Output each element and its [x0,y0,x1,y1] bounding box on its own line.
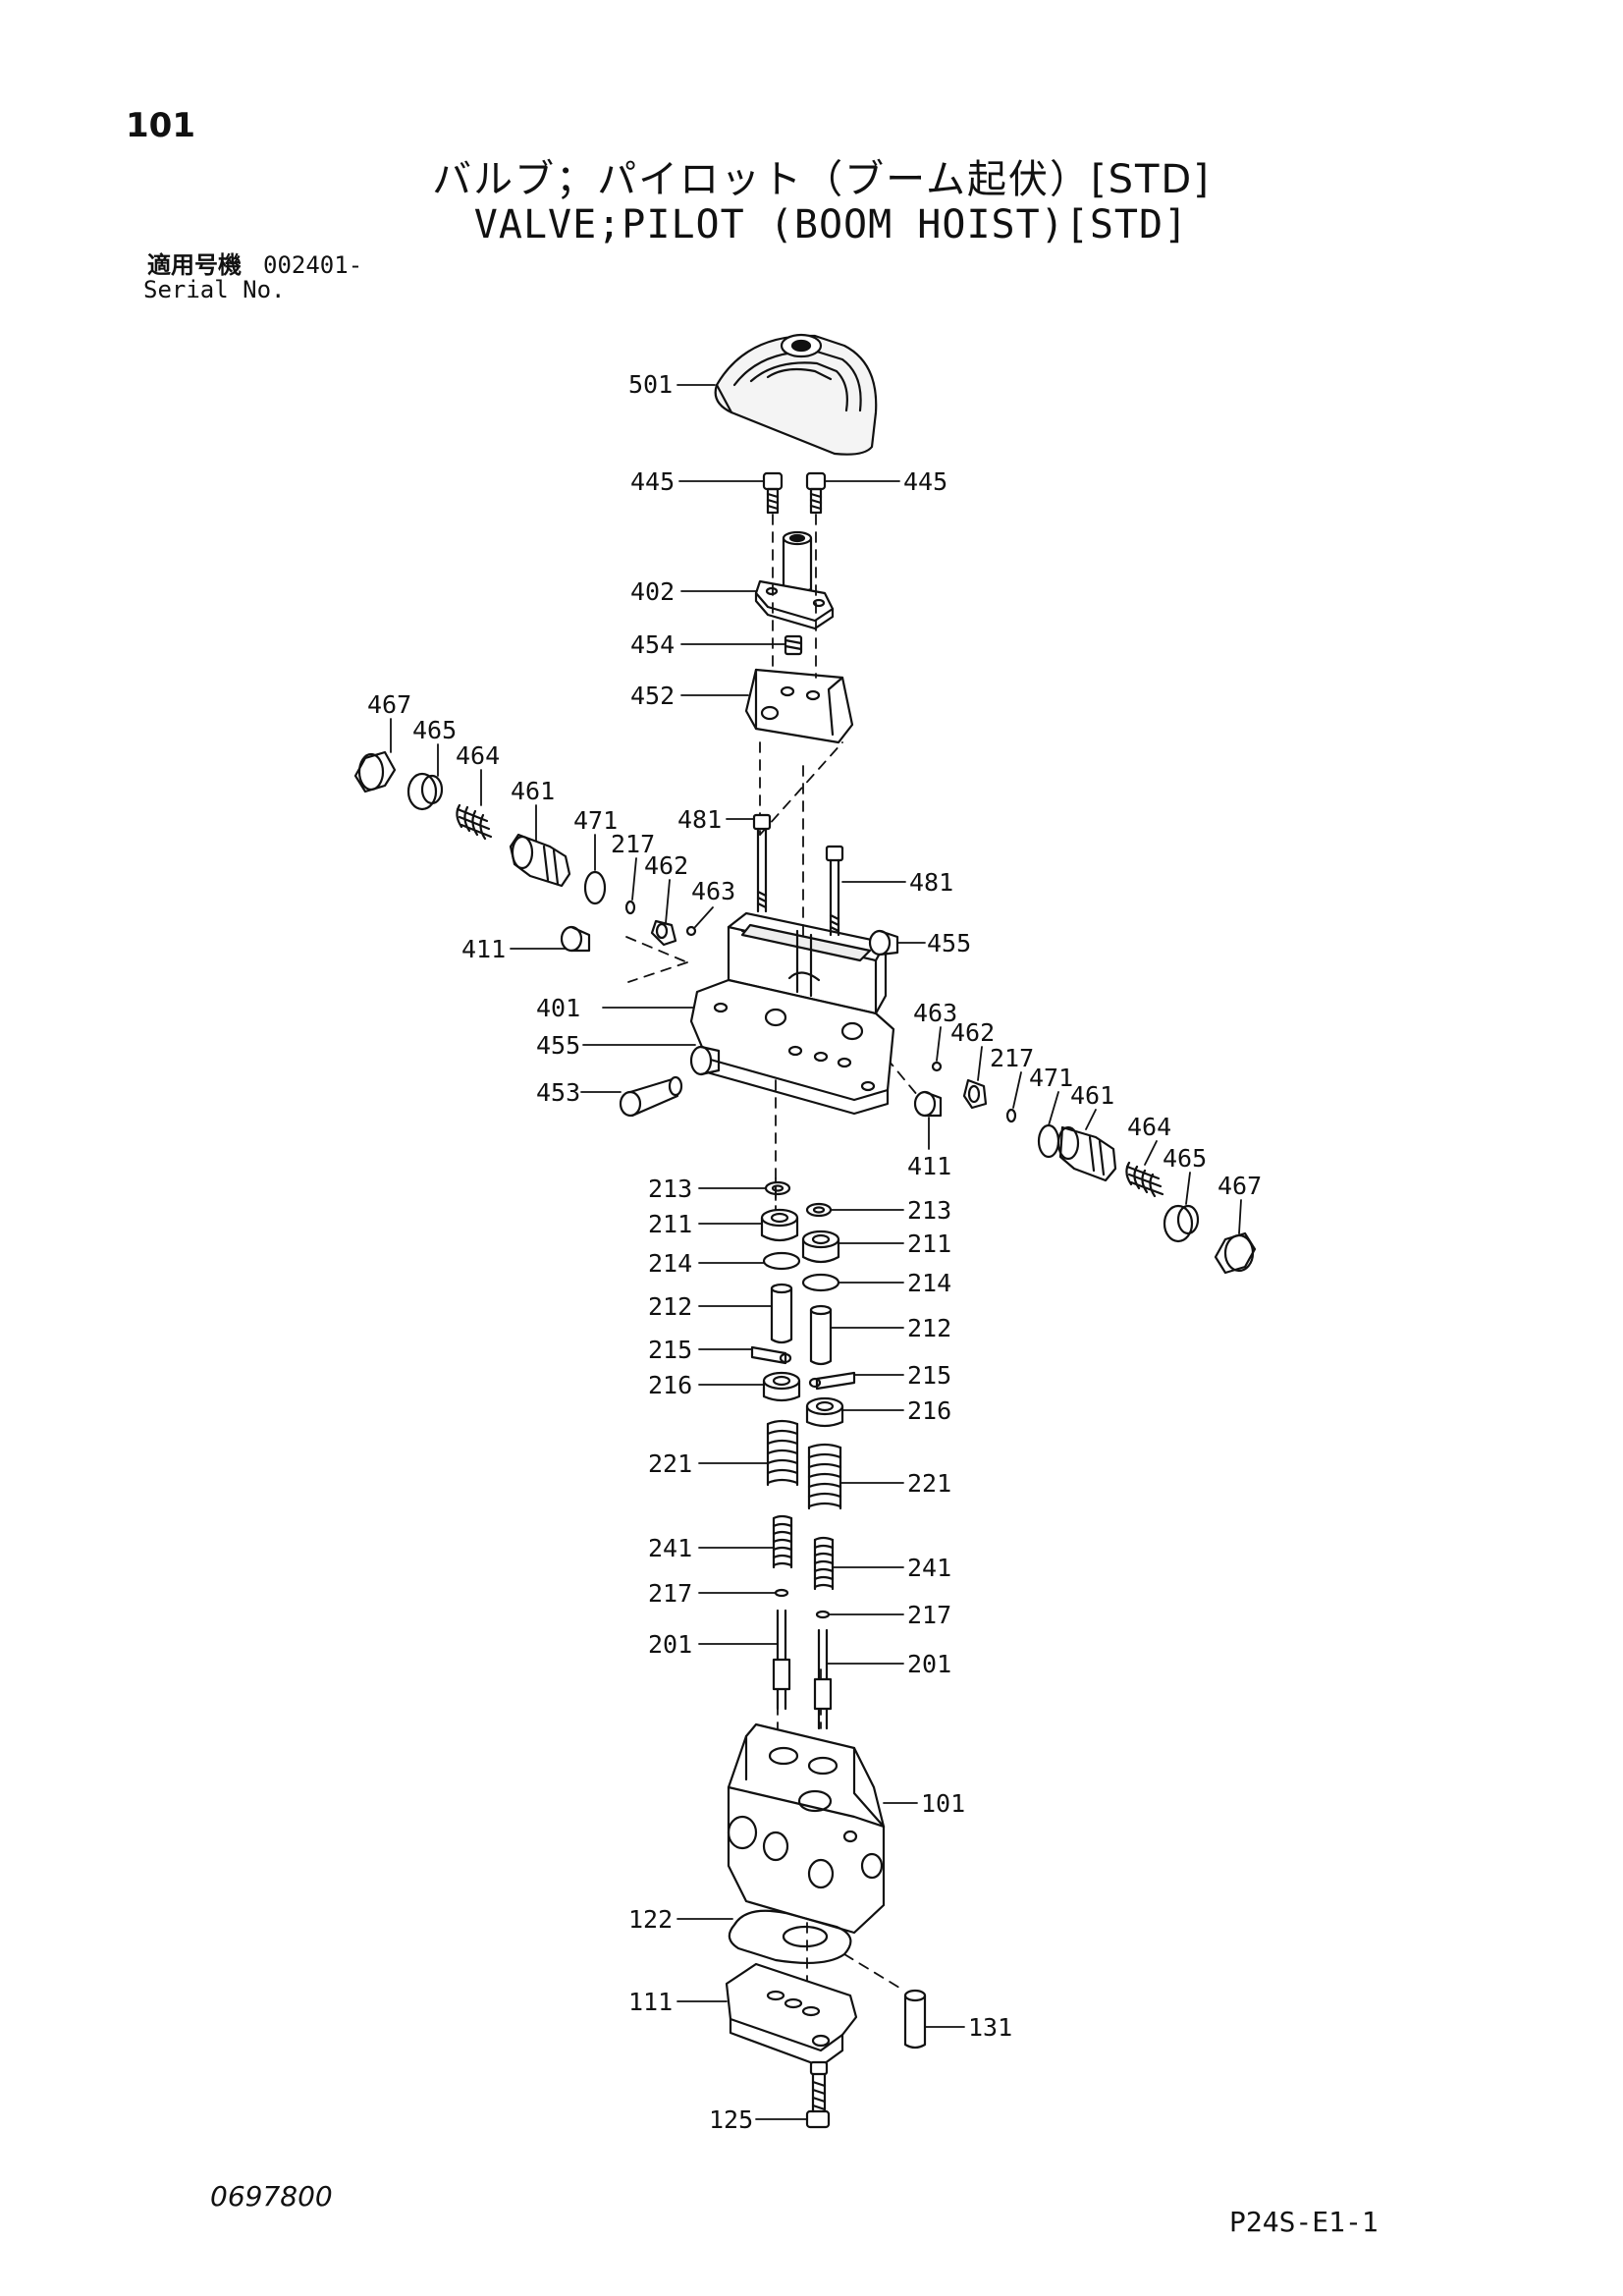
part-group-spools [750,1180,856,1730]
part-group-left-port [353,750,697,947]
callout-122: 122 [628,1905,673,1934]
callout-101: 101 [921,1789,965,1818]
part-101-valve-body [727,1722,886,1935]
callout-215-left: 215 [648,1336,692,1364]
serial-label-english: Serial No. [143,276,286,303]
part-481-bolts [752,813,844,937]
part-454 [784,634,803,656]
callout-463-upper: 463 [691,877,735,905]
serial-label-japanese: 適用号機 [147,251,242,279]
callout-212-right: 212 [907,1314,951,1342]
callout-461-lower: 461 [1070,1081,1114,1110]
callout-462-lower: 462 [950,1018,995,1047]
part-131-pin [903,1989,927,2050]
callout-216-left: 216 [648,1371,692,1399]
callout-211-left: 211 [648,1210,692,1238]
part-111-cover-plate [725,1962,858,2068]
part-452-yoke [744,668,854,744]
callout-217-right: 217 [907,1601,951,1629]
callout-463-lower: 463 [913,999,957,1027]
callout-213-left: 213 [648,1175,692,1203]
callout-455-right: 455 [927,929,971,957]
callout-216-right: 216 [907,1396,951,1425]
callout-445-right: 445 [903,467,947,496]
callout-465-lower: 465 [1163,1144,1207,1173]
callout-217-left: 217 [648,1579,692,1608]
serial-block: 適用号機 002401- Serial No. [143,251,363,302]
callout-201-left: 201 [648,1630,692,1659]
title-english: VALVE;PILOT (BOOM HOIST)[STD] [473,202,1189,247]
callout-241-left: 241 [648,1534,692,1562]
callout-471-lower: 471 [1029,1064,1073,1092]
callout-471-upper: 471 [573,806,618,835]
callout-465-upper: 465 [412,716,457,744]
callout-leader-lines [390,384,1242,2120]
part-402-plate [754,530,835,630]
callout-125: 125 [709,2105,753,2134]
part-453-pin [619,1075,683,1118]
callout-454: 454 [630,630,675,659]
part-125-bolt [805,2060,831,2129]
part-401-housing [689,911,895,1116]
callout-241-right: 241 [907,1554,951,1582]
part-122-gasket [728,1909,852,1964]
callout-467-upper: 467 [367,690,411,719]
callout-221-right: 221 [907,1469,951,1498]
callout-211-right: 211 [907,1230,951,1258]
callout-481-right: 481 [909,868,953,897]
callout-212-left: 212 [648,1292,692,1321]
callout-131: 131 [968,2013,1012,2042]
part-group-right-port [931,1061,1257,1275]
callout-401: 401 [536,994,580,1022]
callout-214-right: 214 [907,1269,951,1297]
callout-217-lower: 217 [990,1044,1034,1072]
serial-value: 002401- [263,251,363,279]
callout-462-upper: 462 [644,851,688,880]
callout-467-lower: 467 [1217,1172,1262,1200]
callout-452: 452 [630,682,675,710]
callout-labels: 501 445 445 402 454 452 467 465 464 461 … [367,370,1262,2134]
document-number: 0697800 [210,2180,333,2213]
callout-214-left: 214 [648,1249,692,1278]
callout-215-right: 215 [907,1361,951,1390]
callout-411-left: 411 [461,935,506,963]
callout-217-upper: 217 [611,830,655,858]
part-455-bushings [689,929,899,1076]
callout-411-lower: 411 [907,1152,951,1180]
callout-501: 501 [628,370,673,399]
callout-402: 402 [630,577,675,606]
page-number: 101 [126,106,195,145]
callout-111: 111 [628,1988,673,2016]
callout-453: 453 [536,1078,580,1107]
page-code: P24S-E1-1 [1229,2206,1379,2238]
callout-445-left: 445 [630,467,675,496]
callout-221-left: 221 [648,1449,692,1478]
callout-201-right: 201 [907,1650,951,1678]
callout-464-lower: 464 [1127,1113,1171,1141]
callout-455-left: 455 [536,1031,580,1060]
part-411-plugs [560,925,943,1118]
title-japanese: バルブ；パイロット（ブーム起伏）[STD] [432,157,1211,202]
part-501-boot [714,333,878,456]
callout-481-left: 481 [677,805,722,834]
callout-464-upper: 464 [456,741,500,770]
part-445-bolts [762,471,827,515]
callout-213-right: 213 [907,1196,951,1225]
callout-461-upper: 461 [511,777,555,805]
